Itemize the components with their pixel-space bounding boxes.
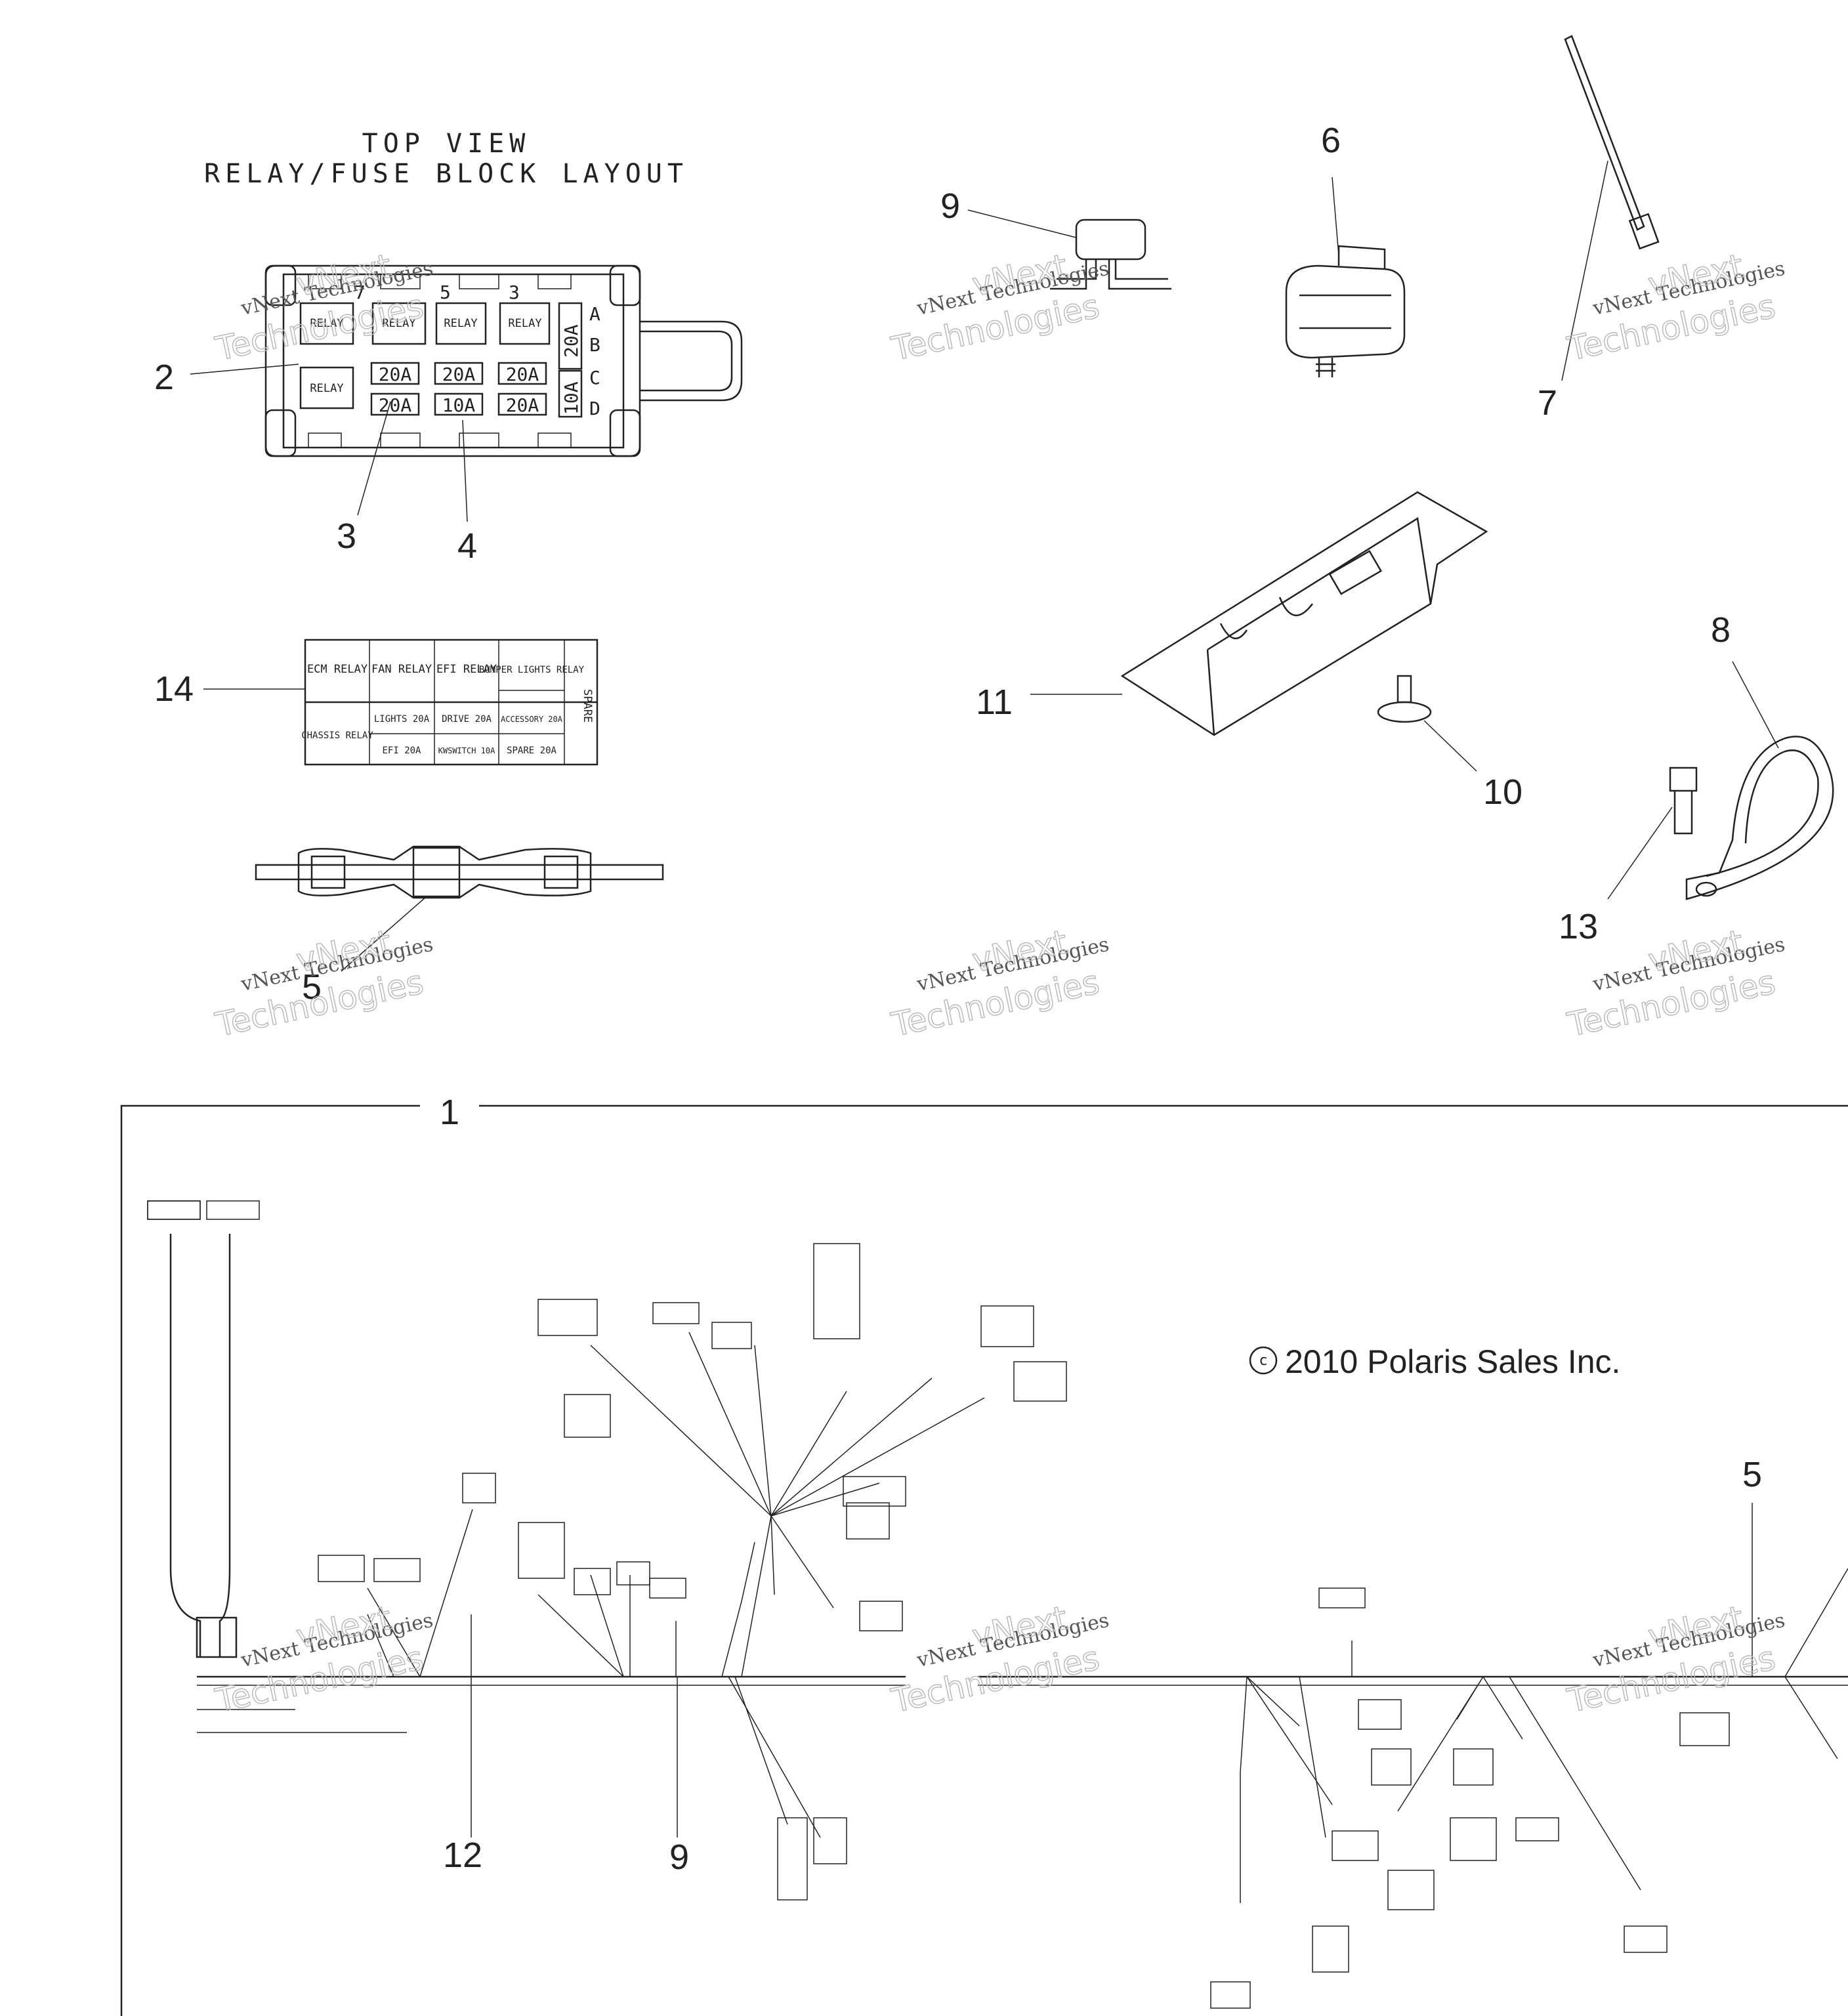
callout-5-lower: 5 [1742, 1455, 1762, 1494]
fuse-decal-label: ECM RELAY FAN RELAY EFI RELAY BUMPER LIG… [203, 639, 598, 766]
relay-fuse-block-diagram: TOP VIEW RELAY/FUSE BLOCK LAYOUT 7 5 3 R… [190, 129, 743, 522]
watermarks: vNext Technologies Technologies vNext vN… [211, 246, 1787, 1720]
top-number-3: 3 [509, 282, 520, 303]
relay-label-5: RELAY [310, 382, 343, 395]
layout-title-top: TOP VIEW [362, 129, 531, 159]
fuse-r2-c3: 20A [506, 394, 539, 416]
decal-efi-relay: EFI RELAY [436, 663, 497, 676]
decal-efi-20a: EFI 20A [382, 746, 421, 756]
fuse-r2-c2: 10A [442, 394, 476, 416]
fuse-vertical-bottom [558, 369, 583, 418]
harness-label-tables [147, 1200, 1730, 2009]
decal-ecm-relay: ECM RELAY [307, 663, 368, 676]
relay-slot-1 [299, 302, 354, 345]
decal-drive-20a: DRIVE 20A [442, 714, 492, 724]
layout-title-bottom: RELAY/FUSE BLOCK LAYOUT [204, 159, 688, 189]
fuse-vertical-bottom-label: 10A [560, 381, 582, 415]
callout-10: 10 [1483, 772, 1522, 812]
callout-9-upper: 9 [940, 186, 960, 226]
part-6-connector [1285, 177, 1406, 377]
part-9-relay-clip [967, 209, 1171, 290]
callout-14: 14 [154, 669, 194, 709]
part-10-push-rivet [1377, 675, 1477, 772]
part-7-cable-tie [1561, 35, 1660, 381]
callout-7: 7 [1538, 383, 1557, 423]
callout-8: 8 [1711, 610, 1731, 650]
relay-label-3: RELAY [444, 317, 477, 330]
relay-label-2: RELAY [382, 317, 415, 330]
row-letter-d: D [589, 398, 600, 419]
callout-5-upper: 5 [302, 967, 322, 1007]
decal-spare-20a: SPARE 20A [507, 746, 556, 756]
callout-2: 2 [154, 358, 174, 397]
row-letter-b: B [589, 334, 600, 356]
decal-accessory-20a: ACCESSORY 20A [501, 715, 563, 724]
callout-11: 11 [976, 682, 1013, 722]
fuse-r1-c2: 20A [442, 364, 476, 385]
callout-3: 3 [337, 516, 356, 556]
callout-4: 4 [457, 526, 477, 566]
decal-fan-relay: FAN RELAY [371, 663, 432, 676]
fuse-r2-c1: 20A [379, 394, 412, 416]
relay-label-1: RELAY [310, 317, 343, 330]
callout-6: 6 [1321, 121, 1341, 160]
relay-slot-4 [499, 302, 551, 345]
relay-slot-2 [371, 302, 427, 345]
decal-lights-20a: LIGHTS 20A [374, 714, 430, 724]
row-letter-c: C [589, 367, 600, 388]
part-8-p-clamp [1685, 661, 1834, 900]
copyright-symbol: c [1259, 1353, 1267, 1369]
inline-fuse-holder [255, 845, 664, 972]
part-13-bolt [1607, 766, 1698, 900]
wiring-harness [147, 1200, 1848, 2009]
callout-9-lower: 9 [669, 1838, 689, 1877]
fuse-vertical-top-label: 20A [560, 324, 582, 358]
decal-chassis-relay: CHASSIS RELAY [301, 730, 373, 741]
top-number-7: 7 [354, 282, 366, 303]
part-11-bracket [1030, 491, 1488, 736]
decal-bumper-relay: BUMPER LIGHTS RELAY [479, 665, 585, 675]
decal-kwswitch-10a: KWSWITCH 10A [438, 746, 495, 755]
top-number-5: 5 [440, 282, 451, 303]
row-letter-a: A [589, 303, 600, 325]
fuse-vertical-top [558, 302, 583, 370]
callout-1: 1 [440, 1093, 459, 1132]
relay-slot-3 [435, 302, 487, 345]
relay-label-4: RELAY [508, 317, 541, 330]
decal-spare-vertical: SPARE [581, 689, 594, 723]
callout-numbers: 1 2 3 4 5 5 6 7 8 9 9 10 11 12 13 14 [154, 121, 1762, 1877]
relay-slot-5 [299, 366, 354, 410]
copyright-text: 2010 Polaris Sales Inc. [1285, 1343, 1620, 1380]
fuse-r1-c3: 20A [506, 364, 539, 385]
callout-13: 13 [1559, 907, 1598, 946]
main-harness-frame [120, 1104, 1848, 2016]
callout-12: 12 [443, 1836, 482, 1875]
fuse-r1-c1: 20A [379, 364, 412, 385]
copyright-notice: c 2010 Polaris Sales Inc. [1249, 1343, 1620, 1380]
